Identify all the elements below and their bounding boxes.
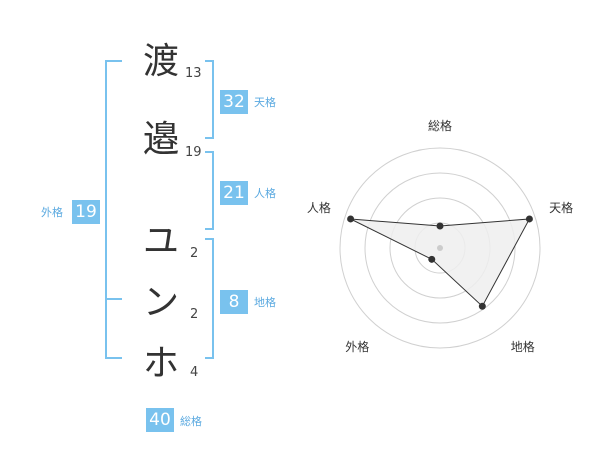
tenkaku-bracket-top bbox=[205, 60, 214, 62]
stroke-count-2: 19 bbox=[185, 145, 202, 160]
tenkaku-bracket-bottom bbox=[205, 137, 214, 139]
chikaku-label: 地格 bbox=[254, 296, 276, 309]
radar-axis-label-1: 総格 bbox=[428, 118, 452, 133]
jinkaku-bracket-vertical bbox=[212, 151, 214, 230]
radar-point-2 bbox=[525, 215, 533, 223]
radar-axis-label-3: 地格 bbox=[511, 339, 535, 354]
tenkaku-label: 天格 bbox=[254, 96, 276, 109]
radar-axis-label-2: 天格 bbox=[549, 200, 573, 215]
jinkaku-label: 人格 bbox=[254, 187, 276, 200]
radar-polygon bbox=[350, 218, 531, 308]
name-char-4: ン bbox=[143, 282, 180, 323]
tenkaku-bracket-vertical bbox=[212, 60, 214, 139]
gaikaku-bracket-top bbox=[105, 60, 122, 62]
chikaku-bracket-bottom bbox=[205, 357, 214, 359]
radar-center-dot bbox=[437, 245, 443, 251]
jinkaku-bracket-bottom bbox=[205, 228, 214, 230]
radar-axis-label-4: 外格 bbox=[345, 339, 369, 354]
soukaku-value-badge: 40 bbox=[146, 408, 174, 432]
gaikaku-bracket-bottom bbox=[105, 357, 122, 359]
radar-axis-label-5: 人格 bbox=[307, 200, 331, 215]
stroke-count-5: 4 bbox=[190, 365, 199, 380]
name-char-2: 邉 bbox=[143, 119, 180, 160]
jinkaku-value-badge: 21 bbox=[220, 181, 248, 205]
name-char-1: 渡 bbox=[143, 41, 180, 82]
chikaku-value-badge: 8 bbox=[220, 290, 248, 314]
gaikaku-label: 外格 bbox=[41, 206, 63, 219]
stroke-count-3: 2 bbox=[190, 246, 199, 261]
radar-ring-4 bbox=[339, 147, 541, 349]
stroke-count-1: 13 bbox=[185, 66, 202, 81]
gaikaku-bracket-split bbox=[105, 298, 122, 300]
radar-ring-3 bbox=[364, 172, 516, 324]
soukaku-label: 総格 bbox=[180, 415, 202, 428]
chikaku-bracket-top bbox=[205, 238, 214, 240]
chikaku-bracket-vertical bbox=[212, 238, 214, 359]
stroke-count-4: 2 bbox=[190, 307, 199, 322]
radar-point-3 bbox=[478, 302, 486, 310]
name-char-5: ホ bbox=[143, 343, 180, 384]
radar-point-1 bbox=[436, 222, 444, 230]
tenkaku-value-badge: 32 bbox=[220, 90, 248, 114]
jinkaku-bracket-top bbox=[205, 151, 214, 153]
gaikaku-value-badge: 19 bbox=[72, 200, 100, 224]
gaikaku-bracket-vertical bbox=[105, 60, 107, 359]
name-char-3: ユ bbox=[143, 221, 180, 262]
radar-point-5 bbox=[347, 215, 355, 223]
radar-point-4 bbox=[428, 255, 436, 263]
